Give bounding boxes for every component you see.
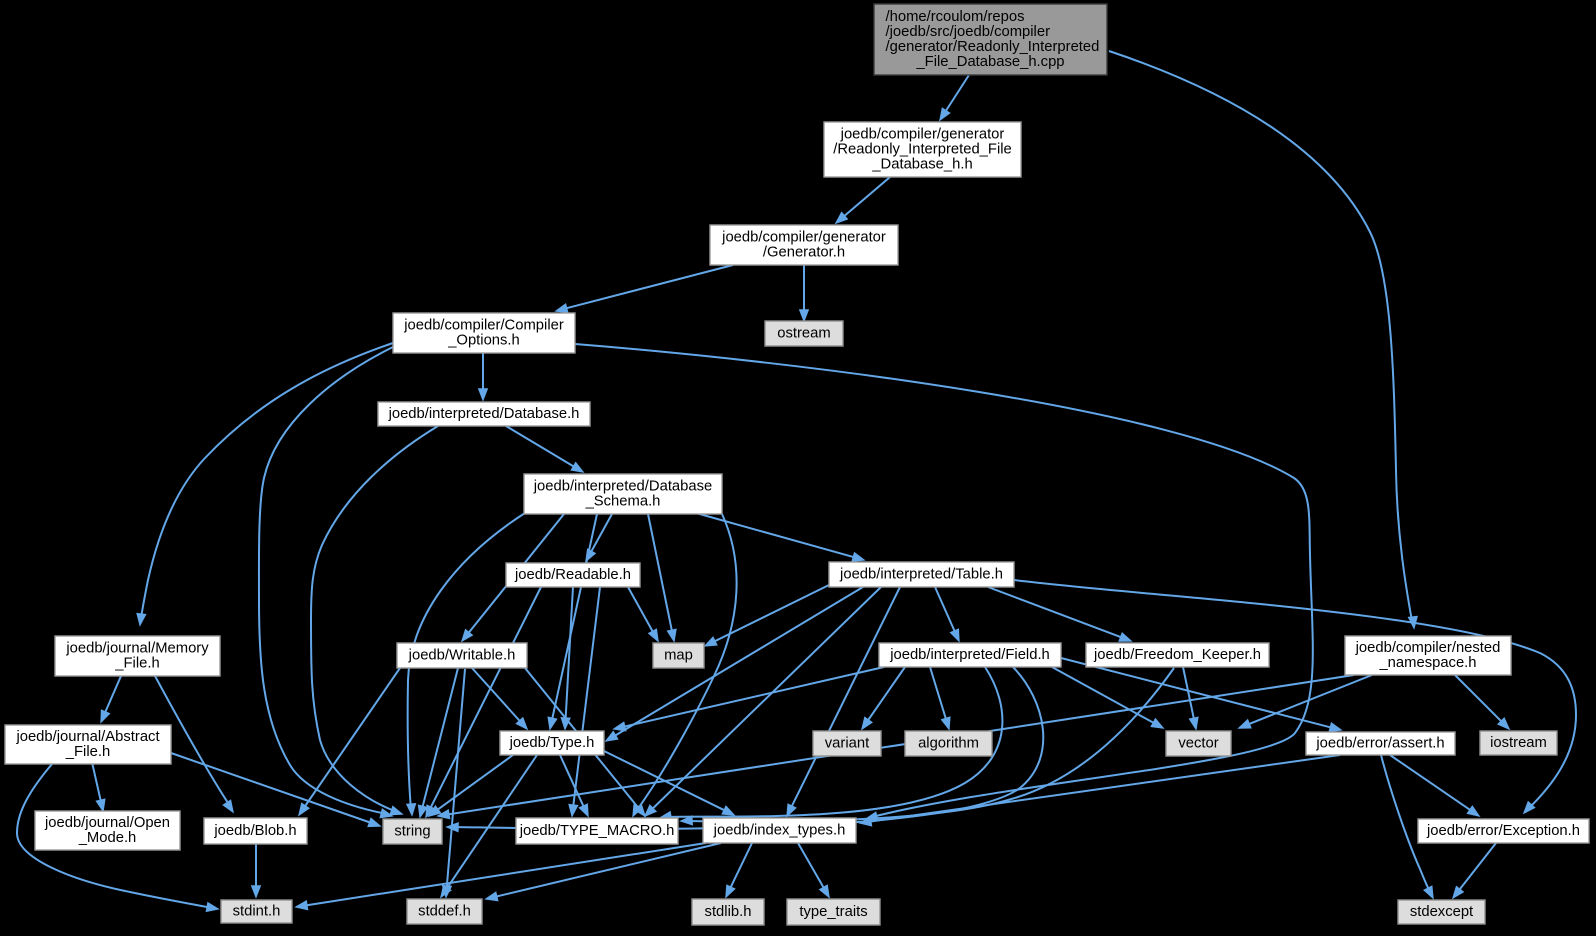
svg-text:joedb/error/Exception.h: joedb/error/Exception.h (1426, 823, 1580, 839)
svg-text:joedb/Type.h: joedb/Type.h (509, 735, 595, 751)
svg-text:_File_Database_h.cpp: _File_Database_h.cpp (915, 54, 1064, 70)
svg-text:joedb/Freedom_Keeper.h: joedb/Freedom_Keeper.h (1093, 647, 1261, 663)
svg-text:ostream: ostream (777, 326, 830, 342)
svg-text:iostream: iostream (1490, 735, 1547, 751)
svg-text:_Options.h: _Options.h (447, 332, 520, 348)
svg-text:joedb/interpreted/Field.h: joedb/interpreted/Field.h (889, 647, 1050, 663)
svg-text:joedb/error/assert.h: joedb/error/assert.h (1315, 736, 1444, 752)
svg-text:joedb/compiler/generator: joedb/compiler/generator (840, 127, 1005, 143)
svg-text:joedb/Readable.h: joedb/Readable.h (514, 567, 631, 583)
svg-text:/home/rcoulom/repos: /home/rcoulom/repos (886, 9, 1025, 25)
svg-text:algorithm: algorithm (918, 736, 979, 752)
svg-text:vector: vector (1178, 736, 1218, 752)
svg-text:/generator/Readonly_Interprete: /generator/Readonly_Interpreted (886, 39, 1100, 55)
svg-text:_Schema.h: _Schema.h (585, 493, 661, 509)
svg-text:joedb/journal/Memory: joedb/journal/Memory (65, 641, 209, 657)
svg-text:joedb/Writable.h: joedb/Writable.h (408, 648, 516, 664)
svg-text:joedb/compiler/nested: joedb/compiler/nested (1355, 640, 1501, 656)
svg-text:_File.h: _File.h (114, 656, 159, 672)
svg-text:variant: variant (825, 736, 869, 752)
svg-text:joedb/compiler/generator: joedb/compiler/generator (721, 230, 886, 246)
svg-text:stdexcept: stdexcept (1410, 904, 1473, 920)
svg-text:_Database_h.h: _Database_h.h (871, 156, 972, 172)
svg-text:type_traits: type_traits (799, 904, 867, 920)
svg-text:stdint.h: stdint.h (233, 904, 281, 920)
svg-text:joedb/interpreted/Table.h: joedb/interpreted/Table.h (839, 567, 1003, 583)
svg-text:joedb/journal/Abstract: joedb/journal/Abstract (15, 729, 159, 745)
svg-text:map: map (664, 648, 693, 664)
svg-text:string: string (394, 824, 430, 840)
svg-text:_File.h: _File.h (65, 744, 110, 760)
svg-text:_namespace.h: _namespace.h (1378, 655, 1476, 671)
svg-text:stdlib.h: stdlib.h (705, 904, 752, 920)
svg-text:joedb/interpreted/Database: joedb/interpreted/Database (533, 479, 713, 495)
svg-text:_Mode.h: _Mode.h (78, 830, 137, 846)
svg-text:stddef.h: stddef.h (418, 904, 471, 920)
svg-text:joedb/interpreted/Database.h: joedb/interpreted/Database.h (388, 406, 580, 422)
svg-text:joedb/journal/Open: joedb/journal/Open (44, 815, 170, 831)
svg-text:joedb/Blob.h: joedb/Blob.h (213, 823, 296, 839)
svg-text:/Generator.h: /Generator.h (763, 244, 845, 260)
svg-text:/Readonly_Interpreted_File: /Readonly_Interpreted_File (833, 142, 1012, 158)
svg-text:/joedb/src/joedb/compiler: /joedb/src/joedb/compiler (886, 24, 1051, 40)
svg-text:joedb/index_types.h: joedb/index_types.h (713, 823, 846, 839)
svg-text:joedb/TYPE_MACRO.h: joedb/TYPE_MACRO.h (519, 823, 675, 839)
svg-text:joedb/compiler/Compiler: joedb/compiler/Compiler (403, 318, 564, 334)
